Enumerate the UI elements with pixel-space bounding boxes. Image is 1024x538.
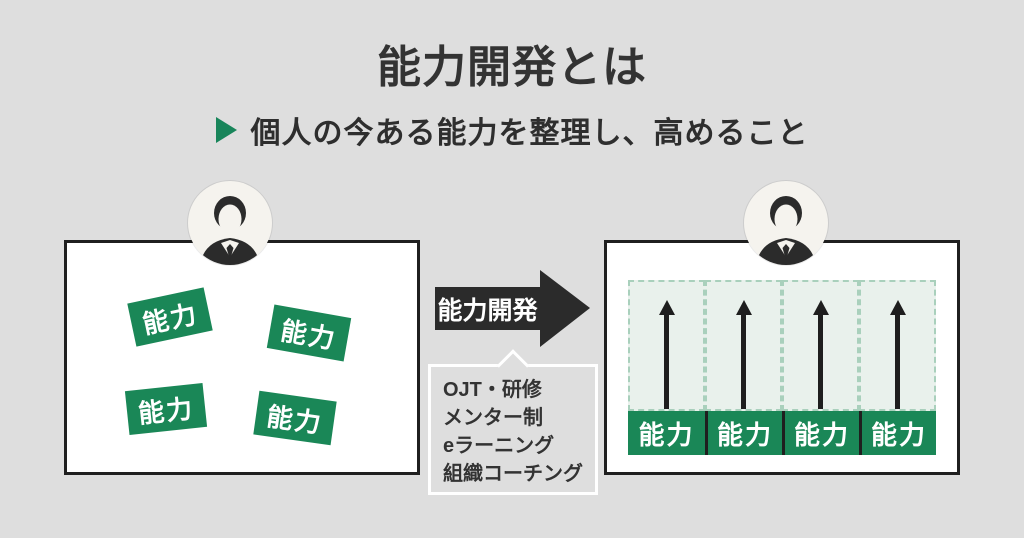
up-arrow-icon (889, 300, 906, 409)
method-item: 組織コーチング (443, 463, 583, 485)
person-avatar-icon (756, 196, 816, 265)
ability-column: 能力 (782, 280, 859, 455)
ability-column: 能力 (705, 280, 782, 455)
ability-block: 能力 (859, 411, 936, 455)
up-arrow-icon (812, 300, 829, 409)
ability-column: 能力 (859, 280, 936, 455)
ability-tag: 能力 (253, 390, 337, 446)
ability-tag: 能力 (127, 287, 213, 347)
ability-grid: 能力 能力 能力 能力 (628, 280, 936, 455)
ability-block: 能力 (628, 411, 705, 455)
green-triangle-bullet-icon (215, 117, 237, 143)
up-arrow-icon (735, 300, 752, 409)
growth-cell (705, 280, 782, 411)
method-item: メンター制 (443, 407, 543, 429)
page-title: 能力開発とは (377, 43, 647, 92)
method-item: OJT・研修 (443, 379, 542, 401)
ability-block: 能力 (705, 411, 782, 455)
development-arrow: 能力開発 (435, 270, 590, 347)
person-avatar-before (188, 181, 272, 265)
right-arrow-head-icon (540, 270, 590, 347)
growth-cell (628, 280, 705, 411)
person-avatar-after (744, 181, 828, 265)
ability-column: 能力 (628, 280, 705, 455)
ability-block: 能力 (782, 411, 859, 455)
up-arrow-icon (658, 300, 675, 409)
method-item: eラーニング (443, 435, 555, 457)
before-box: 能力 能力 能力 能力 (64, 240, 420, 475)
ability-tag: 能力 (124, 383, 208, 435)
subtitle: 個人の今ある能力を整理し、高めること (0, 108, 1024, 152)
after-box: 能力 能力 能力 能力 (604, 240, 960, 475)
ability-tag: 能力 (266, 304, 352, 362)
growth-cell (782, 280, 859, 411)
development-arrow-label: 能力開発 (435, 287, 540, 330)
methods-callout: OJT・研修 メンター制 eラーニング 組織コーチング (428, 364, 598, 495)
subtitle-text: 個人の今ある能力を整理し、高めること (250, 117, 809, 150)
growth-cell (859, 280, 936, 411)
person-avatar-icon (200, 196, 260, 265)
